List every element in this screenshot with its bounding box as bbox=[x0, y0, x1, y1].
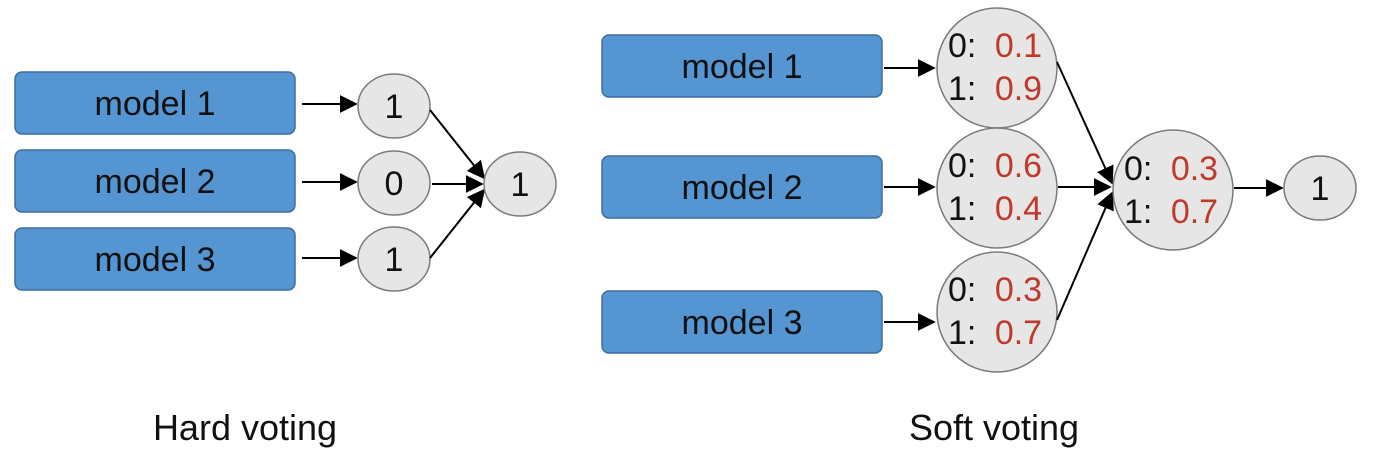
soft-voting-caption: Soft voting bbox=[909, 407, 1079, 448]
hard-voting-caption: Hard voting bbox=[153, 407, 337, 448]
hard-vote-2-value: 0 bbox=[385, 165, 404, 203]
soft-model-2-label: model 2 bbox=[682, 169, 803, 207]
hard-voting-section: model 1 model 2 model 3 1 0 1 bbox=[14, 71, 557, 448]
soft-voting-section: model 1 model 2 model 3 0: 0.1 1: 0.9 bbox=[601, 7, 1357, 448]
soft-probs-2-key-0: 0: bbox=[948, 147, 976, 185]
hard-arrow-vote-1 bbox=[429, 109, 486, 180]
soft-probs-2-value-1: 0.4 bbox=[995, 190, 1042, 228]
soft-probs-3-value-0: 0.3 bbox=[995, 271, 1042, 309]
soft-probs-2-value-0: 0.6 bbox=[995, 147, 1042, 185]
hard-model-3-box: model 3 bbox=[14, 227, 296, 291]
hard-model-3-label: model 3 bbox=[95, 241, 216, 279]
hard-vote-1-value: 1 bbox=[385, 88, 404, 126]
hard-result-value: 1 bbox=[511, 166, 530, 204]
soft-probs-2-class-0: 0: 0.6 bbox=[948, 147, 1042, 185]
soft-average-class-1: 1: 0.7 bbox=[1124, 193, 1218, 231]
soft-probs-3-node: 0: 0.3 1: 0.7 bbox=[936, 251, 1058, 373]
soft-average-node: 0: 0.3 1: 0.7 bbox=[1112, 129, 1234, 251]
soft-probs-3-key-1: 1: bbox=[948, 314, 976, 352]
soft-probs-1-class-1: 1: 0.9 bbox=[948, 70, 1042, 108]
soft-average-class-0: 0: 0.3 bbox=[1124, 150, 1218, 188]
soft-average-value-1: 0.7 bbox=[1171, 193, 1218, 231]
soft-arrow-probs-1 bbox=[1056, 61, 1114, 185]
soft-model-2-box: model 2 bbox=[601, 155, 883, 219]
soft-probs-1-value-0: 0.1 bbox=[995, 27, 1042, 65]
soft-average-value-0: 0.3 bbox=[1171, 150, 1218, 188]
hard-vote-3-value: 1 bbox=[385, 241, 404, 279]
soft-model-1-label: model 1 bbox=[682, 48, 803, 86]
soft-arrow-probs-3 bbox=[1056, 191, 1114, 321]
soft-probs-1-key-1: 1: bbox=[948, 70, 976, 108]
hard-vote-2-node: 0 bbox=[357, 150, 431, 216]
soft-probs-2-node: 0: 0.6 1: 0.4 bbox=[936, 127, 1058, 249]
hard-arrow-vote-3 bbox=[429, 188, 486, 259]
soft-model-1-box: model 1 bbox=[601, 34, 883, 98]
hard-vote-1-node: 1 bbox=[357, 73, 431, 139]
soft-probs-3-class-1: 1: 0.7 bbox=[948, 314, 1042, 352]
hard-model-1-label: model 1 bbox=[95, 85, 216, 123]
soft-model-3-label: model 3 bbox=[682, 304, 803, 342]
hard-model-1-box: model 1 bbox=[14, 71, 296, 135]
soft-model-3-box: model 3 bbox=[601, 290, 883, 354]
hard-model-2-label: model 2 bbox=[95, 163, 216, 201]
soft-result-value: 1 bbox=[1311, 170, 1330, 208]
soft-average-key-1: 1: bbox=[1124, 193, 1152, 231]
soft-probs-1-node: 0: 0.1 1: 0.9 bbox=[936, 7, 1058, 129]
soft-probs-2-class-1: 1: 0.4 bbox=[948, 190, 1042, 228]
hard-model-2-box: model 2 bbox=[14, 149, 296, 213]
soft-probs-1-key-0: 0: bbox=[948, 27, 976, 65]
soft-probs-1-value-1: 0.9 bbox=[995, 70, 1042, 108]
soft-average-key-0: 0: bbox=[1124, 150, 1152, 188]
soft-probs-2-key-1: 1: bbox=[948, 190, 976, 228]
hard-result-node: 1 bbox=[483, 151, 557, 217]
soft-probs-3-class-0: 0: 0.3 bbox=[948, 271, 1042, 309]
hard-vote-3-node: 1 bbox=[357, 226, 431, 292]
soft-probs-3-value-1: 0.7 bbox=[995, 314, 1042, 352]
soft-result-node: 1 bbox=[1283, 155, 1357, 221]
soft-probs-3-key-0: 0: bbox=[948, 271, 976, 309]
soft-probs-1-class-0: 0: 0.1 bbox=[948, 27, 1042, 65]
